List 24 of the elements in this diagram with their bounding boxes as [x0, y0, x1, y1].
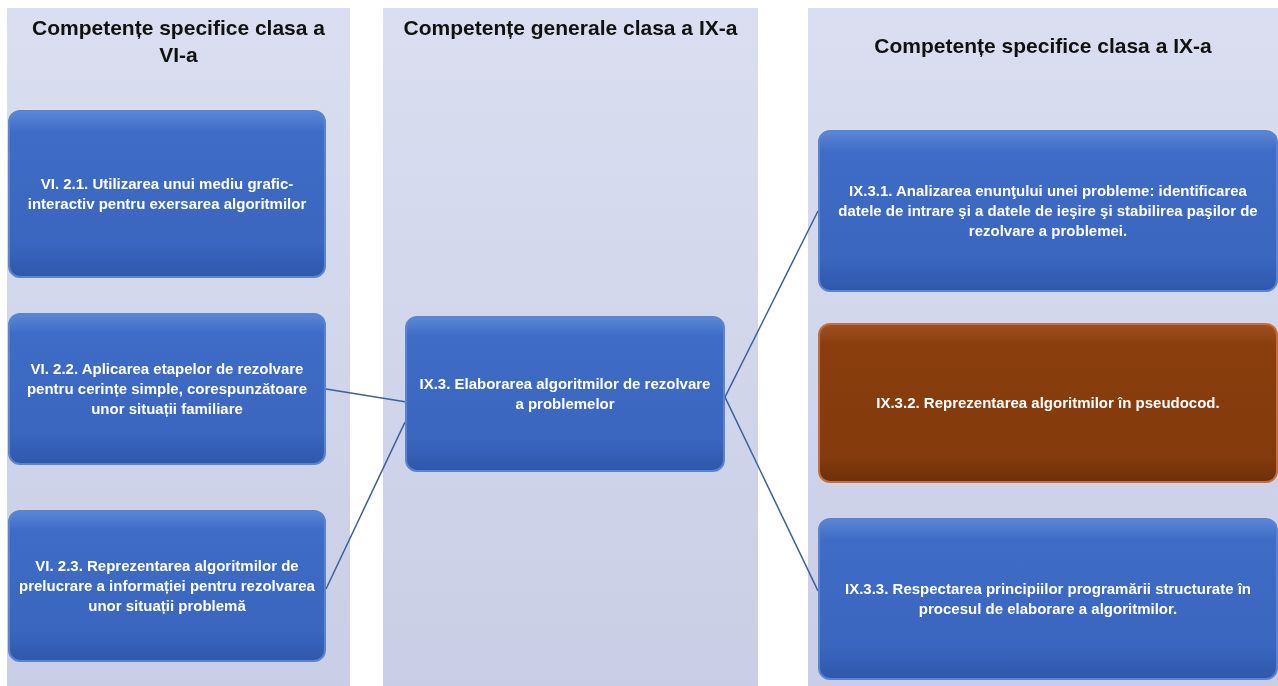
column-band: [383, 8, 758, 686]
column-band: [808, 8, 1278, 686]
box-text: VI. 2.2. Aplicarea etapelor de rezolvare pentru cerințe simple, corespunzătoare unor situații familiare: [25, 358, 309, 420]
competency-box: [8, 313, 326, 465]
box-text: VI. 2.1. Utilizarea unui mediu grafic-interactiv pentru exersarea algoritmilor: [26, 173, 308, 214]
competency-box: [818, 518, 1278, 680]
competency-box: [818, 323, 1278, 483]
competency-box: [8, 110, 326, 278]
box-text: IX.3.2. Reprezentarea algoritmilor în pseudocod.: [876, 392, 1220, 413]
competency-box: [405, 316, 725, 472]
box-text: VI. 2.3. Reprezentarea algoritmilor de prelucrare a informației pentru rezolvarea unor situații problemă: [18, 555, 316, 617]
competency-box: [818, 130, 1278, 292]
box-text: IX.3.3. Respectarea principiilor programării structurate în procesul de elaborare a algoritmilor.: [844, 578, 1252, 619]
column-band: [7, 8, 350, 686]
connector-line: [724, 396, 819, 592]
column-heading: Competențe generale clasa a IX-a: [402, 15, 739, 41]
connector-line: [325, 388, 406, 403]
column-heading: Competențe specifice clasa a IX-a: [873, 33, 1213, 59]
connector-line: [325, 421, 406, 590]
box-text: IX.3. Elaborarea algoritmilor de rezolvare a problemelor: [418, 373, 712, 414]
column-heading: Competențe specifice clasa a VI-a: [31, 15, 326, 69]
connector-line: [724, 210, 819, 398]
box-text: IX.3.1. Analizarea enunţului unei probleme: identificarea datele de intrare şi a datele de ieşire şi stabilirea paşilor de rezolvare a problemei.: [837, 180, 1259, 242]
competency-box: [8, 510, 326, 662]
